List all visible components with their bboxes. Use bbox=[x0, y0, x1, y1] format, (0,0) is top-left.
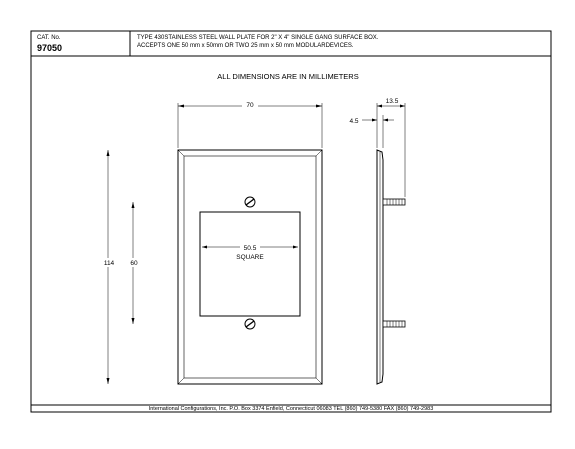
side-screw-bottom-icon bbox=[382, 320, 406, 328]
side-view: 13.5 4.5 bbox=[349, 98, 406, 385]
side-thickness-label: 4.5 bbox=[349, 118, 358, 125]
description-line-2: ACCEPTS ONE 50 mm x 50mm OR TWO 25 mm x … bbox=[137, 43, 354, 49]
device-opening bbox=[199, 211, 301, 317]
plate-width-label: 70 bbox=[246, 102, 254, 109]
bevel-corner-bl bbox=[177, 377, 185, 385]
depth-arrow-right bbox=[400, 104, 405, 108]
opening-square-label: SQUARE bbox=[236, 254, 264, 261]
plate-outline bbox=[177, 149, 323, 385]
plate-height-label: 114 bbox=[104, 260, 115, 267]
opening-arrow-left bbox=[202, 245, 207, 249]
bevel-corner-tr bbox=[315, 149, 323, 157]
height-dimension: 114 bbox=[100, 150, 118, 384]
side-screw-top-icon bbox=[382, 198, 406, 206]
side-depth-label: 13.5 bbox=[386, 98, 399, 105]
sheet-border bbox=[30, 30, 552, 413]
cat-label: CAT. No. bbox=[37, 35, 61, 41]
dimensions-heading: ALL DIMENSIONS ARE IN MILLIMETERS bbox=[217, 72, 358, 81]
opening-size-label: 50.5 bbox=[244, 245, 257, 252]
depth-arrow-left bbox=[377, 104, 382, 108]
thickness-arrow-right bbox=[383, 118, 388, 122]
screw-top-icon bbox=[244, 196, 256, 208]
screw-spacing-label: 60 bbox=[130, 260, 138, 267]
screw-spacing-dimension: 60 bbox=[126, 202, 142, 324]
plate-bevel bbox=[183, 155, 317, 379]
company-info: International Configurations, Inc. P.O. … bbox=[149, 406, 434, 412]
screw-bottom-icon bbox=[244, 318, 256, 330]
thickness-arrow-left bbox=[372, 118, 377, 122]
bevel-corner-br bbox=[315, 377, 323, 385]
description-line-1: TYPE 430STAINLESS STEEL WALL PLATE FOR 2… bbox=[137, 35, 379, 41]
front-view: 50.5 SQUARE bbox=[177, 149, 323, 385]
cat-number: 97050 bbox=[37, 43, 62, 53]
width-dimension: 70 bbox=[177, 100, 323, 148]
opening-arrow-right bbox=[293, 245, 298, 249]
opening-label-backdrop bbox=[240, 242, 260, 251]
bevel-corner-tl bbox=[177, 149, 185, 157]
